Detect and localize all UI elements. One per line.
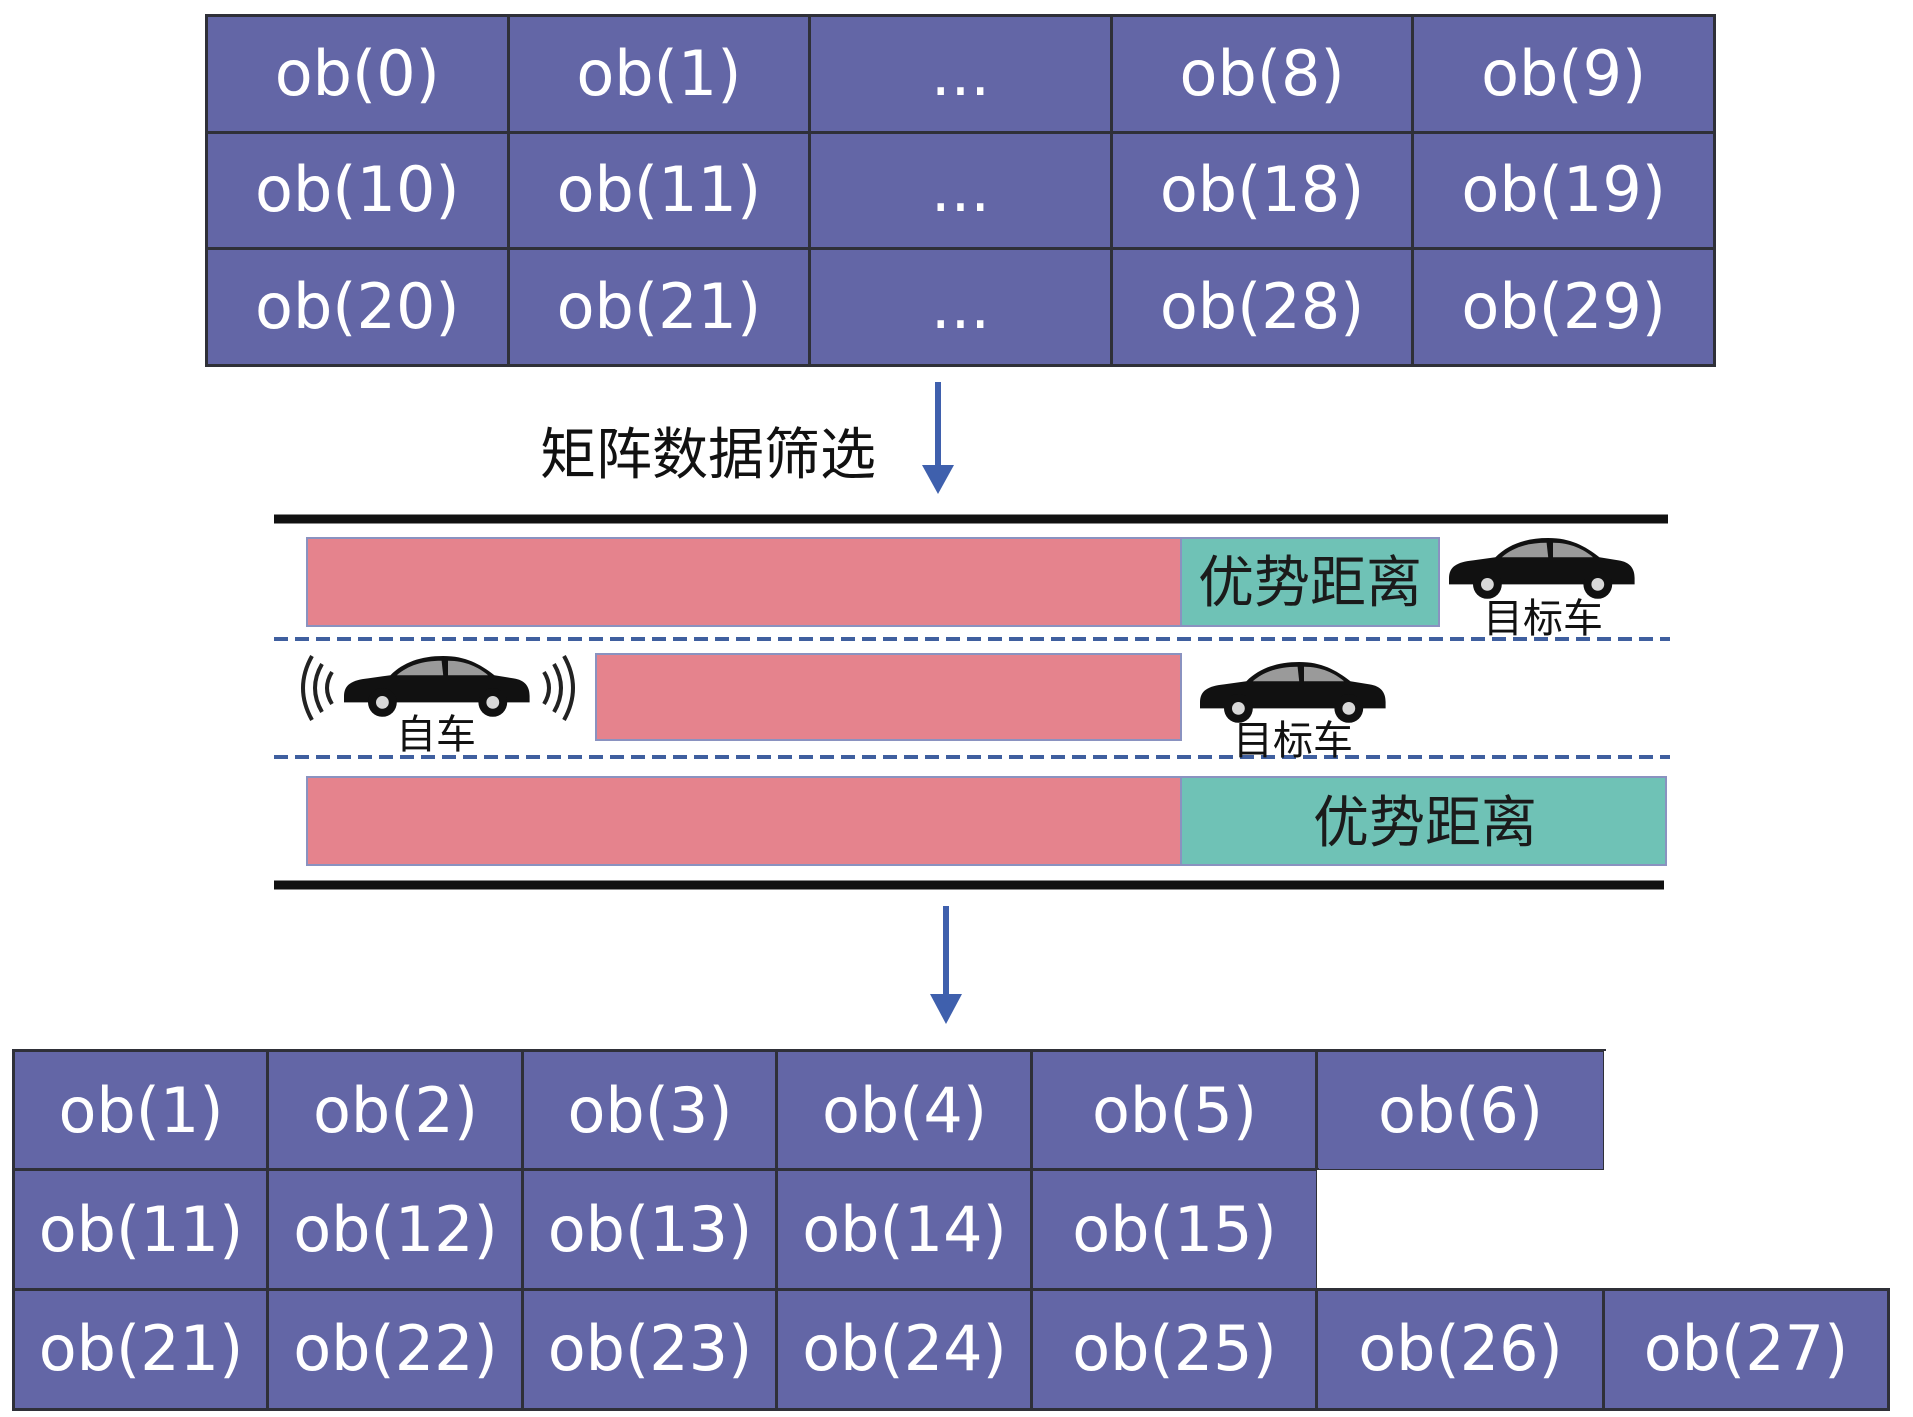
advantage-label-top: 优势距离 [1198,551,1422,616]
sensor-wave-right-icon [542,655,575,721]
bottom-matrix-cell: ob(12) [266,1168,525,1292]
top-matrix-cell: ... [811,250,1110,364]
bottom-matrix-cell: ob(26) [1315,1288,1606,1411]
top-matrix-cell: ob(18) [1112,133,1412,248]
filter-step-label: 矩阵数据筛选 [540,423,876,488]
bottom-matrix-cell [1604,1051,1888,1171]
ego-car-label: 自车 [396,712,476,758]
down-arrow-icon-1 [922,382,954,494]
bottom-matrix-cell: ob(14) [775,1168,1034,1292]
down-arrow-icon-2 [930,906,962,1024]
bottom-matrix-cell: ob(5) [1030,1049,1319,1172]
filtered-observation-matrix: ob(1)ob(2)ob(3)ob(4)ob(5)ob(6)ob(11)ob(1… [12,1049,1913,1411]
top-matrix-cell: ob(0) [208,17,507,131]
top-matrix-cell: ob(29) [1414,250,1713,364]
bottom-matrix-cell: ob(21) [12,1288,270,1411]
top-observation-matrix: ob(0)ob(1)...ob(8)ob(9)ob(10)ob(11)...ob… [205,14,1716,367]
bottom-matrix-cell: ob(15) [1030,1168,1319,1292]
advantage-bar-lane-1 [1180,537,1440,627]
bottom-matrix-cell: ob(23) [521,1288,779,1411]
target-car-top-label: 目标车 [1483,596,1603,642]
bottom-matrix-cell [1317,1170,1604,1290]
ego-car [344,656,530,717]
bottom-matrix-cell: ob(3) [521,1049,779,1172]
bottom-matrix-cell: ob(11) [12,1168,270,1292]
bottom-matrix-cell: ob(24) [775,1288,1034,1411]
target-car-top [1449,538,1635,599]
occupied-bar-lane-3 [306,776,1182,866]
top-matrix-cell: ob(20) [208,250,507,364]
top-matrix-cell: ... [811,133,1110,248]
top-matrix-cell: ob(11) [509,133,809,248]
bottom-matrix-cell: ob(1) [12,1049,270,1172]
top-matrix-cell: ... [811,17,1110,131]
top-matrix-cell: ob(21) [509,250,809,364]
occupied-bar-lane-2 [595,653,1182,741]
top-matrix-cell: ob(28) [1112,250,1412,364]
bottom-matrix-cell: ob(25) [1030,1288,1319,1411]
top-matrix-cell: ob(10) [208,133,507,248]
bottom-matrix-cell [1604,1170,1888,1290]
bottom-matrix-cell: ob(6) [1315,1049,1606,1172]
sensor-wave-left-icon [301,655,334,721]
top-matrix-cell: ob(9) [1414,17,1713,131]
occupied-bar-lane-1 [306,537,1182,627]
bottom-matrix-cell: ob(22) [266,1288,525,1411]
advantage-bar-lane-3 [1180,776,1667,866]
bottom-matrix-cell: ob(13) [521,1168,779,1292]
top-matrix-cell: ob(19) [1414,133,1713,248]
target-car-middle [1200,662,1386,723]
target-car-middle-label: 目标车 [1233,718,1353,764]
top-matrix-cell: ob(1) [509,17,809,131]
bottom-matrix-cell: ob(4) [775,1049,1034,1172]
bottom-matrix-cell: ob(2) [266,1049,525,1172]
bottom-matrix-cell: ob(27) [1602,1288,1890,1411]
advantage-label-bottom: 优势距离 [1313,791,1537,856]
top-matrix-cell: ob(8) [1112,17,1412,131]
